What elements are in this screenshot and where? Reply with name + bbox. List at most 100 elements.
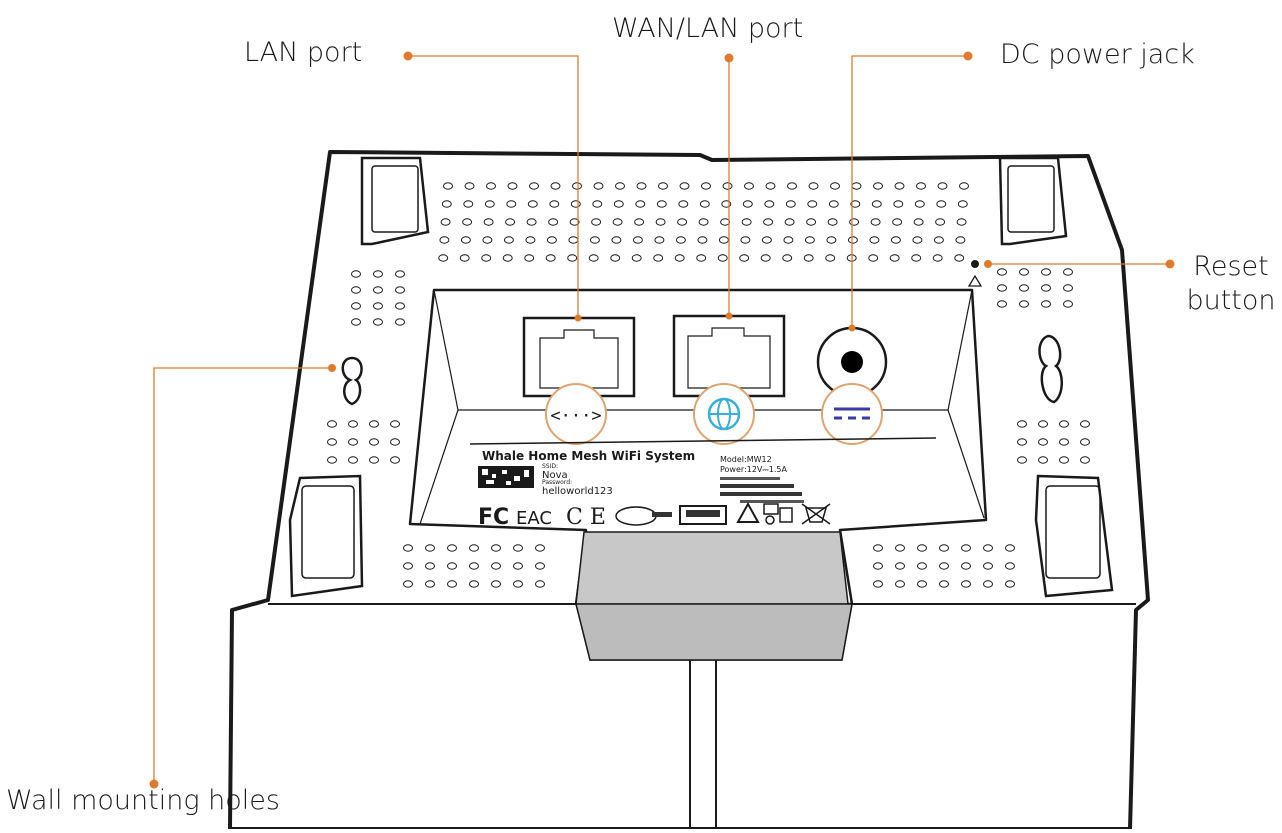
- rohs-mark-icon: [679, 505, 727, 525]
- vent-hole: [997, 284, 1007, 292]
- vent-hole: [425, 562, 435, 570]
- vent-hole: [825, 254, 836, 262]
- vent-hole: [961, 580, 971, 588]
- vent-hole: [961, 562, 971, 570]
- vent-hole: [464, 182, 475, 190]
- vent-hole: [742, 200, 753, 208]
- vent-hole: [550, 182, 561, 190]
- vent-hole: [935, 218, 946, 226]
- wall-mounting-end-dot: [328, 364, 336, 372]
- vent-hole: [469, 544, 479, 552]
- vent-hole: [654, 236, 665, 244]
- vent-hole: [447, 544, 457, 552]
- lan-port-end-dot: [574, 314, 582, 322]
- vent-hole: [373, 302, 383, 310]
- vent-hole: [741, 218, 752, 226]
- vent-hole: [506, 200, 517, 208]
- ukca-mark-icon: [615, 506, 672, 526]
- vent-hole: [873, 580, 883, 588]
- vent-hole: [913, 218, 924, 226]
- vent-hole: [469, 562, 479, 570]
- vent-hole: [439, 236, 450, 244]
- vent-hole: [502, 254, 513, 262]
- certification-marks: FC EAC C E: [478, 501, 831, 530]
- vent-hole: [956, 218, 967, 226]
- vent-hole: [873, 544, 883, 552]
- vent-hole: [463, 200, 474, 208]
- vent-hole: [873, 182, 883, 190]
- vent-hole: [1063, 268, 1073, 276]
- product-label-sticker: Whale Home Mesh WiFi System SSID: Nova P…: [469, 437, 937, 530]
- vent-hole: [351, 318, 361, 326]
- foot-bottom-left: [288, 474, 364, 598]
- vent-hole: [443, 182, 453, 190]
- vent-hole: [403, 562, 413, 570]
- vent-hole: [997, 268, 1007, 276]
- vent-hole: [348, 456, 358, 464]
- vent-hole: [373, 286, 383, 294]
- vent-hole: [740, 236, 751, 244]
- vent-hole: [804, 236, 815, 244]
- vent-hole: [634, 218, 645, 226]
- recycle-mark-icon: [736, 501, 760, 523]
- vent-hole: [782, 254, 793, 262]
- vent-hole: [808, 182, 819, 190]
- vent-hole: [447, 562, 457, 570]
- callout-lines: [153, 55, 1170, 784]
- vent-hole: [469, 580, 479, 588]
- vent-hole: [491, 562, 501, 570]
- vent-hole: [807, 200, 818, 208]
- vent-hole: [655, 218, 666, 226]
- foot-top-left: [360, 156, 430, 246]
- vent-hole: [911, 254, 922, 262]
- dc-power-jack-callout-dot: [963, 51, 973, 61]
- vent-hole: [893, 200, 904, 208]
- vent-hole: [955, 236, 966, 244]
- vent-hole: [932, 254, 943, 262]
- vent-hole: [1059, 438, 1069, 446]
- vent-hole: [592, 200, 603, 208]
- lan-port: [522, 316, 636, 398]
- vent-hole: [678, 200, 689, 208]
- vent-hole: [917, 544, 927, 552]
- vent-hole: [830, 182, 840, 190]
- vent-hole: [591, 218, 602, 226]
- vent-hole: [524, 254, 535, 262]
- vent-hole: [481, 254, 492, 262]
- globe-icon: [693, 383, 755, 445]
- reset-button-label-line1: Reset: [1193, 251, 1269, 282]
- wall-mounting-leader: [153, 367, 332, 784]
- vent-hole: [850, 200, 861, 208]
- ventilation-holes: [327, 182, 1090, 588]
- vent-hole: [916, 182, 926, 190]
- wall-mounting-hole-right: [1038, 334, 1063, 404]
- vent-hole: [784, 218, 795, 226]
- vent-hole: [615, 182, 625, 190]
- vent-hole: [351, 286, 361, 294]
- vent-hole: [482, 236, 493, 244]
- vent-hole: [491, 544, 501, 552]
- vent-hole: [545, 254, 556, 262]
- vent-hole: [656, 200, 667, 208]
- vent-hole: [486, 182, 496, 190]
- vent-hole: [674, 254, 685, 262]
- vent-hole: [569, 218, 580, 226]
- vent-hole: [1017, 438, 1027, 446]
- vent-hole: [548, 218, 559, 226]
- vent-hole: [327, 420, 337, 428]
- vent-hole: [570, 200, 581, 208]
- vent-hole: [697, 236, 708, 244]
- vent-hole: [847, 236, 858, 244]
- vent-hole: [1005, 580, 1015, 588]
- vent-hole: [1038, 420, 1048, 428]
- vent-hole: [1080, 420, 1090, 428]
- vent-hole: [483, 218, 494, 226]
- reset-button-label-line2: button: [1186, 284, 1276, 316]
- sticker-password-label: Password:: [542, 479, 572, 486]
- vent-hole: [513, 562, 523, 570]
- vent-hole: [787, 182, 797, 190]
- vent-hole: [889, 254, 900, 262]
- vent-hole: [632, 236, 643, 244]
- vent-hole: [459, 254, 470, 262]
